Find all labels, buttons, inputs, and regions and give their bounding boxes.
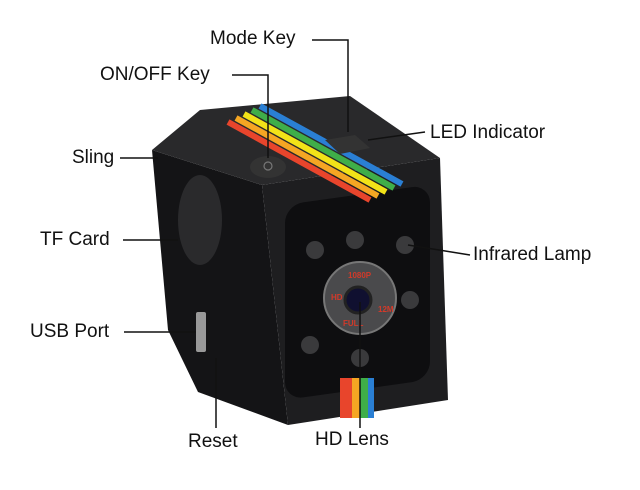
lens-glass — [343, 285, 373, 315]
on-off-button — [250, 156, 286, 178]
power-icon — [263, 161, 273, 171]
label-infrared-lamp: Infrared Lamp — [473, 244, 592, 265]
usb-port — [196, 312, 206, 352]
lens-text-left: HD — [331, 293, 343, 302]
mode-key-button — [325, 135, 370, 154]
label-usb-port: USB Port — [30, 321, 110, 342]
lens-text-bottom: FULL — [343, 319, 364, 328]
leader-lines — [120, 39, 471, 428]
label-reset: Reset — [188, 431, 238, 452]
label-tf-card: TF Card — [40, 229, 110, 250]
label-sling: Sling — [72, 147, 115, 168]
label-hd-lens: HD Lens — [315, 429, 389, 450]
label-led-indicator: LED Indicator — [430, 122, 546, 143]
lens-text-right: 12M — [378, 305, 394, 314]
sling-hole — [178, 175, 222, 265]
label-mode-key: Mode Key — [210, 28, 296, 49]
lens-text-top: 1080P — [348, 271, 372, 280]
label-on-off-key: ON/OFF Key — [100, 64, 210, 85]
